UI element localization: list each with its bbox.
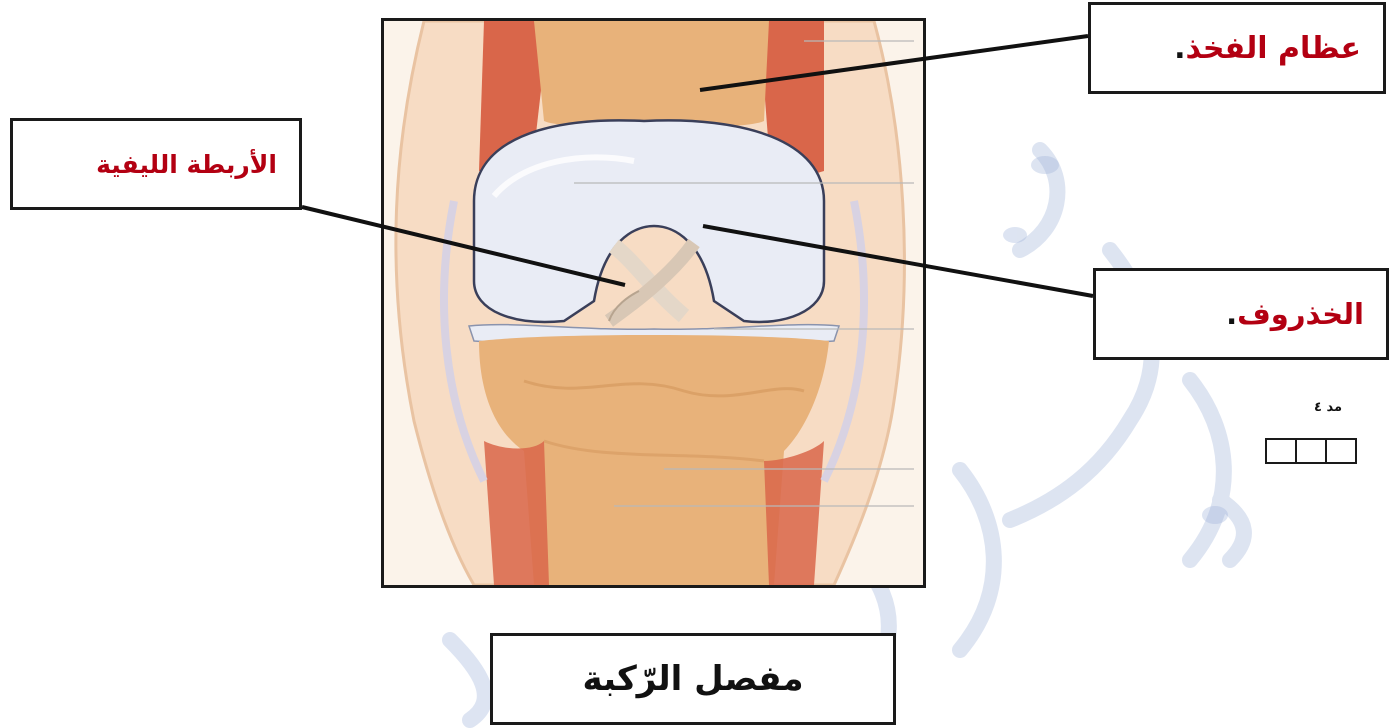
diagram-title: مفصل الرّكبة: [582, 659, 803, 699]
score-box[interactable]: [1265, 438, 1297, 464]
knee-joint-illustration: [381, 18, 926, 588]
cruciate-ligaments-label-box: الأربطة الليفية: [10, 118, 302, 210]
score-label: مد ٤: [1314, 400, 1342, 415]
femur-label: عظام الفخذ.: [1174, 31, 1361, 66]
score-boxes: [1265, 438, 1357, 464]
cruciate-ligaments-label: الأربطة الليفية: [96, 150, 277, 179]
diagram-title-box: مفصل الرّكبة: [490, 633, 896, 725]
cartilage-label-box: الخذروف.: [1093, 268, 1389, 360]
score-box[interactable]: [1325, 438, 1357, 464]
score-box[interactable]: [1295, 438, 1327, 464]
femur-label-box: عظام الفخذ.: [1088, 2, 1386, 94]
cartilage-label: الخذروف.: [1226, 297, 1364, 331]
